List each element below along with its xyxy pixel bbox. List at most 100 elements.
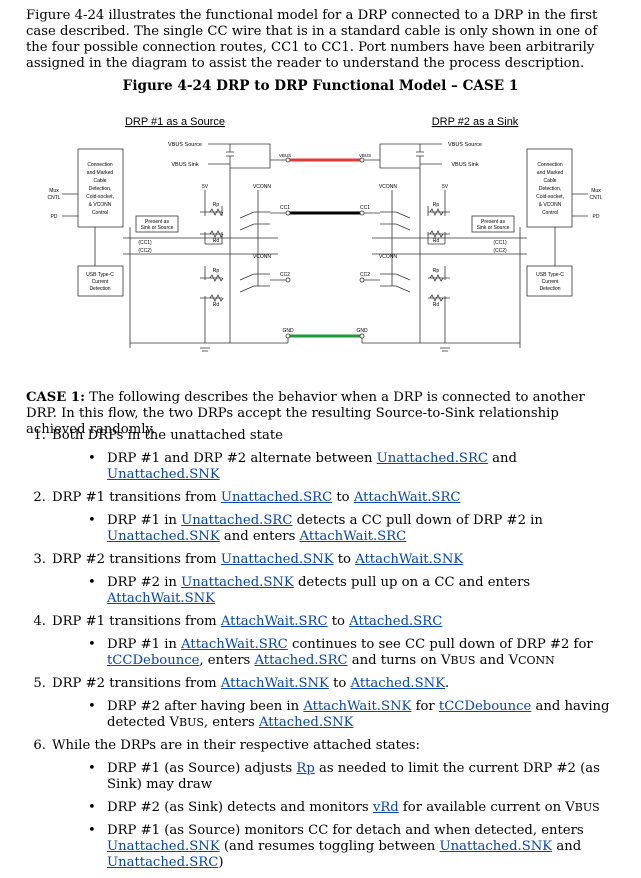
right-rd-2: Rd bbox=[433, 302, 440, 308]
link-unattached-src[interactable]: Unattached.SRC bbox=[107, 855, 219, 870]
link-tccdebounce[interactable]: tCCDebounce bbox=[438, 699, 532, 714]
link-to[interactable]: AttachWait.SRC bbox=[353, 490, 461, 505]
diagram-svg: DRP #1 as a Source DRP #2 as a Sink VBUS… bbox=[47, 116, 603, 352]
left-gnd: GND bbox=[282, 328, 294, 334]
left-vbus-sink: VBUS Sink bbox=[171, 162, 198, 168]
bullet-6: DRP #1 (as Source) adjusts Rp as needed … bbox=[82, 761, 618, 793]
bullet-7: DRP #2 (as Sink) detects and monitors vR… bbox=[82, 800, 618, 816]
right-conn-block-3: Detection, bbox=[539, 186, 562, 192]
left-cc1-paren: (CC1) bbox=[138, 240, 152, 246]
link-from[interactable]: Unattached.SRC bbox=[220, 490, 333, 505]
case-intro: CASE 1: The following describes the beha… bbox=[26, 390, 618, 438]
left-usb-2: Detection bbox=[89, 286, 110, 292]
right-usb-0: USB Type-C bbox=[536, 272, 564, 278]
right-gnd: GND bbox=[356, 328, 368, 334]
bullet-4: DRP #1 in AttachWait.SRC continues to se… bbox=[82, 637, 618, 669]
bullet-5: DRP #2 after having been in AttachWait.S… bbox=[82, 699, 618, 731]
left-conn-block-0: Connection bbox=[87, 162, 113, 168]
left-vconn: VCONN bbox=[253, 184, 271, 190]
step-3: 3.DRP #2 transitions from Unattached.SNK… bbox=[33, 552, 464, 567]
link-unattached-snk[interactable]: Unattached.SNK bbox=[107, 467, 220, 482]
link-unattached-snk-2[interactable]: Unattached.SNK bbox=[439, 839, 553, 854]
right-vconn: VCONN bbox=[379, 184, 397, 190]
left-conn-block-4: Cold-socket, bbox=[86, 194, 114, 200]
step-4: 4.DRP #1 transitions from AttachWait.SRC… bbox=[33, 614, 443, 629]
right-usb-1: Current bbox=[542, 279, 559, 285]
left-rp-2: Rp bbox=[213, 268, 220, 274]
left-present-0: Present as bbox=[145, 219, 169, 225]
link-rp[interactable]: Rp bbox=[296, 761, 315, 776]
right-cc1-paren: (CC1) bbox=[493, 240, 507, 246]
left-vbus-port: VBUS bbox=[279, 153, 291, 158]
right-vconn-2: VCONN bbox=[379, 254, 397, 260]
bullet-1: DRP #1 and DRP #2 alternate between Unat… bbox=[82, 451, 618, 483]
left-present-1: Sink or Source bbox=[141, 225, 174, 231]
left-title: DRP #1 as a Source bbox=[125, 116, 225, 128]
link-attached-src[interactable]: Attached.SRC bbox=[254, 653, 348, 668]
link-to[interactable]: Attached.SRC bbox=[349, 614, 443, 629]
link-unattached-src[interactable]: Unattached.SRC bbox=[376, 451, 488, 466]
right-conn-block-1: and Marked bbox=[537, 170, 564, 176]
left-pd: PD bbox=[51, 214, 58, 220]
intro-paragraph: Figure 4-24 illustrates the functional m… bbox=[26, 8, 598, 71]
right-conn-block-0: Connection bbox=[537, 162, 563, 168]
right-cc2: CC2 bbox=[360, 272, 370, 278]
link-to[interactable]: AttachWait.SNK bbox=[355, 552, 464, 567]
link-from[interactable]: Unattached.SNK bbox=[220, 552, 334, 567]
link-vrd[interactable]: vRd bbox=[372, 800, 399, 815]
right-5v: 5V bbox=[442, 184, 449, 190]
left-cc1: CC1 bbox=[280, 205, 290, 211]
right-usb-2: Detection bbox=[539, 286, 560, 292]
link-unattached-src[interactable]: Unattached.SRC bbox=[181, 513, 293, 528]
right-rp-2: Rp bbox=[433, 268, 440, 274]
right-vbus-source: VBUS Source bbox=[448, 142, 482, 148]
right-vbus-port: VBUS bbox=[359, 153, 371, 158]
left-cc2-paren: (CC2) bbox=[138, 248, 152, 254]
left-usb-1: Current bbox=[92, 279, 109, 285]
right-mux-1: CNTL bbox=[589, 195, 602, 201]
left-5v: 5V bbox=[202, 184, 209, 190]
link-unattached-snk[interactable]: Unattached.SNK bbox=[107, 529, 220, 544]
right-vbus-sink: VBUS Sink bbox=[451, 162, 478, 168]
left-vbus-source: VBUS Source bbox=[168, 142, 202, 148]
left-rp-1: Rp bbox=[213, 202, 220, 208]
link-from[interactable]: AttachWait.SRC bbox=[220, 614, 328, 629]
link-attachwait-src[interactable]: AttachWait.SRC bbox=[181, 637, 288, 652]
case-text: The following describes the behavior whe… bbox=[26, 390, 585, 437]
case-label: CASE 1: bbox=[26, 390, 85, 405]
left-mux-0: Mux bbox=[49, 188, 59, 194]
right-cc2-paren: (CC2) bbox=[493, 248, 507, 254]
link-attachwait-snk[interactable]: AttachWait.SNK bbox=[303, 699, 412, 714]
right-present-1: Sink or Source bbox=[477, 225, 510, 231]
figure-title: Figure 4-24 DRP to DRP Functional Model … bbox=[122, 78, 519, 94]
left-conn-block-2: Cable bbox=[93, 178, 106, 184]
step-1: 1.Both DRPs in the unattached state bbox=[33, 428, 283, 443]
right-conn-block-5: & VCONN bbox=[539, 202, 562, 208]
left-conn-block-5: & VCONN bbox=[89, 202, 112, 208]
bullet-3: DRP #2 in Unattached.SNK detects pull up… bbox=[82, 575, 618, 607]
link-attachwait-snk[interactable]: AttachWait.SNK bbox=[107, 591, 216, 606]
left-conn-block-3: Detection, bbox=[89, 186, 112, 192]
link-to[interactable]: Attached.SNK bbox=[350, 676, 446, 691]
link-unattached-snk[interactable]: Unattached.SNK bbox=[107, 839, 220, 854]
left-conn-block-1: and Marked bbox=[87, 170, 114, 176]
link-tccdebounce[interactable]: tCCDebounce bbox=[107, 653, 200, 668]
step-6: 6.While the DRPs are in their respective… bbox=[33, 738, 420, 753]
right-rd-1: Rd bbox=[433, 238, 440, 244]
link-from[interactable]: AttachWait.SNK bbox=[220, 676, 329, 691]
step-list: 1.Both DRPs in the unattached state DRP … bbox=[26, 428, 618, 878]
left-rd-2: Rd bbox=[213, 302, 220, 308]
right-present-0: Present as bbox=[481, 219, 505, 225]
link-unattached-snk[interactable]: Unattached.SNK bbox=[181, 575, 294, 590]
link-attachwait-src[interactable]: AttachWait.SRC bbox=[299, 529, 407, 544]
left-mux-1: CNTL bbox=[47, 195, 60, 201]
right-mux-0: Mux bbox=[591, 188, 601, 194]
right-pd: PD bbox=[593, 214, 600, 220]
left-usb-0: USB Type-C bbox=[86, 272, 114, 278]
right-conn-block-6: Control bbox=[542, 210, 558, 216]
left-cc2: CC2 bbox=[280, 272, 290, 278]
link-attached-snk[interactable]: Attached.SNK bbox=[258, 715, 354, 730]
left-conn-block-6: Control bbox=[92, 210, 108, 216]
bullet-8: DRP #1 (as Source) monitors CC for detac… bbox=[82, 823, 618, 871]
right-cc1: CC1 bbox=[360, 205, 370, 211]
